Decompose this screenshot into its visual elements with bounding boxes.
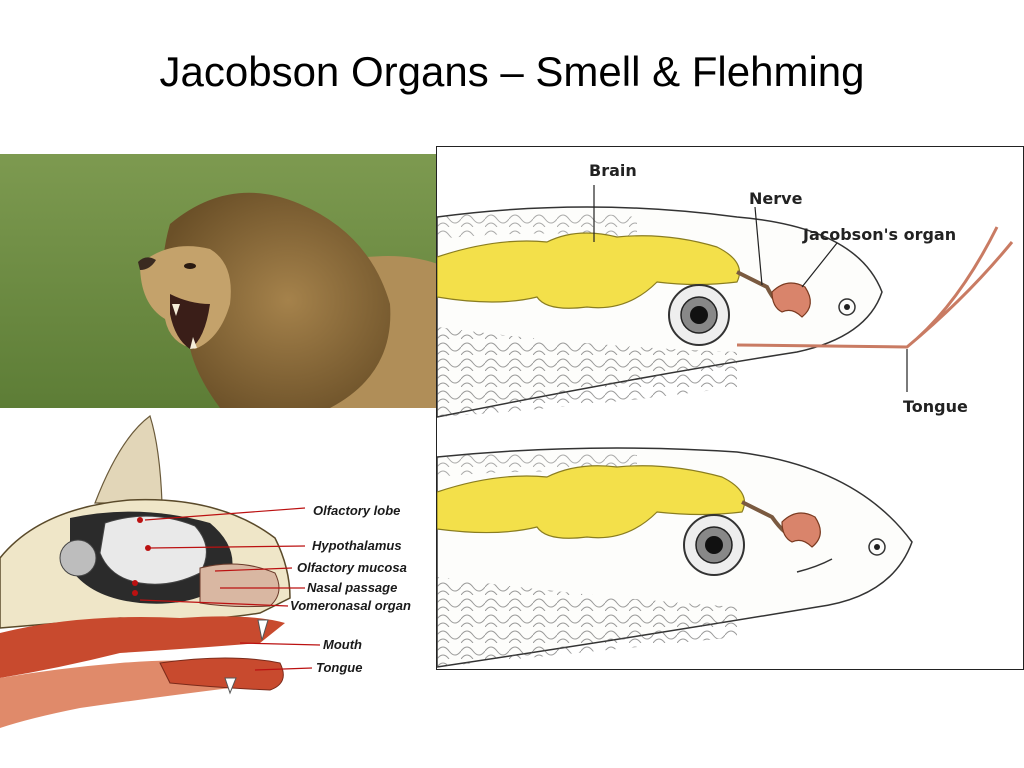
label-cat-tongue: Tongue [316, 660, 362, 675]
jacobson-organ-shape [771, 282, 811, 318]
snake-head-top [437, 206, 1014, 418]
label-mouth: Mouth [323, 637, 362, 652]
label-olfactory-lobe: Olfactory lobe [313, 503, 400, 518]
label-hypothalamus: Hypothalamus [312, 538, 402, 553]
label-olfactory-mucosa: Olfactory mucosa [297, 560, 407, 575]
label-vomeronasal-organ: Vomeronasal organ [290, 598, 411, 613]
label-brain: Brain [589, 161, 637, 180]
slide-title: Jacobson Organs – Smell & Flehming [159, 48, 865, 95]
label-nasal-passage: Nasal passage [307, 580, 397, 595]
brain-shape [437, 232, 741, 309]
snake-tongue-shape [736, 226, 1014, 349]
snake-head-bottom [437, 447, 913, 668]
label-jacobsons-organ: Jacobson's organ [802, 225, 956, 244]
lion-flehmen-photo [0, 154, 438, 408]
label-nerve: Nerve [749, 189, 803, 208]
snake-jacobson-diagram: Brain Nerve Jacobson's organ Tongue [436, 146, 1024, 670]
cat-head-cross-section: Olfactory lobe Hypothalamus Olfactory mu… [0, 408, 420, 768]
label-snake-tongue: Tongue [903, 397, 968, 416]
